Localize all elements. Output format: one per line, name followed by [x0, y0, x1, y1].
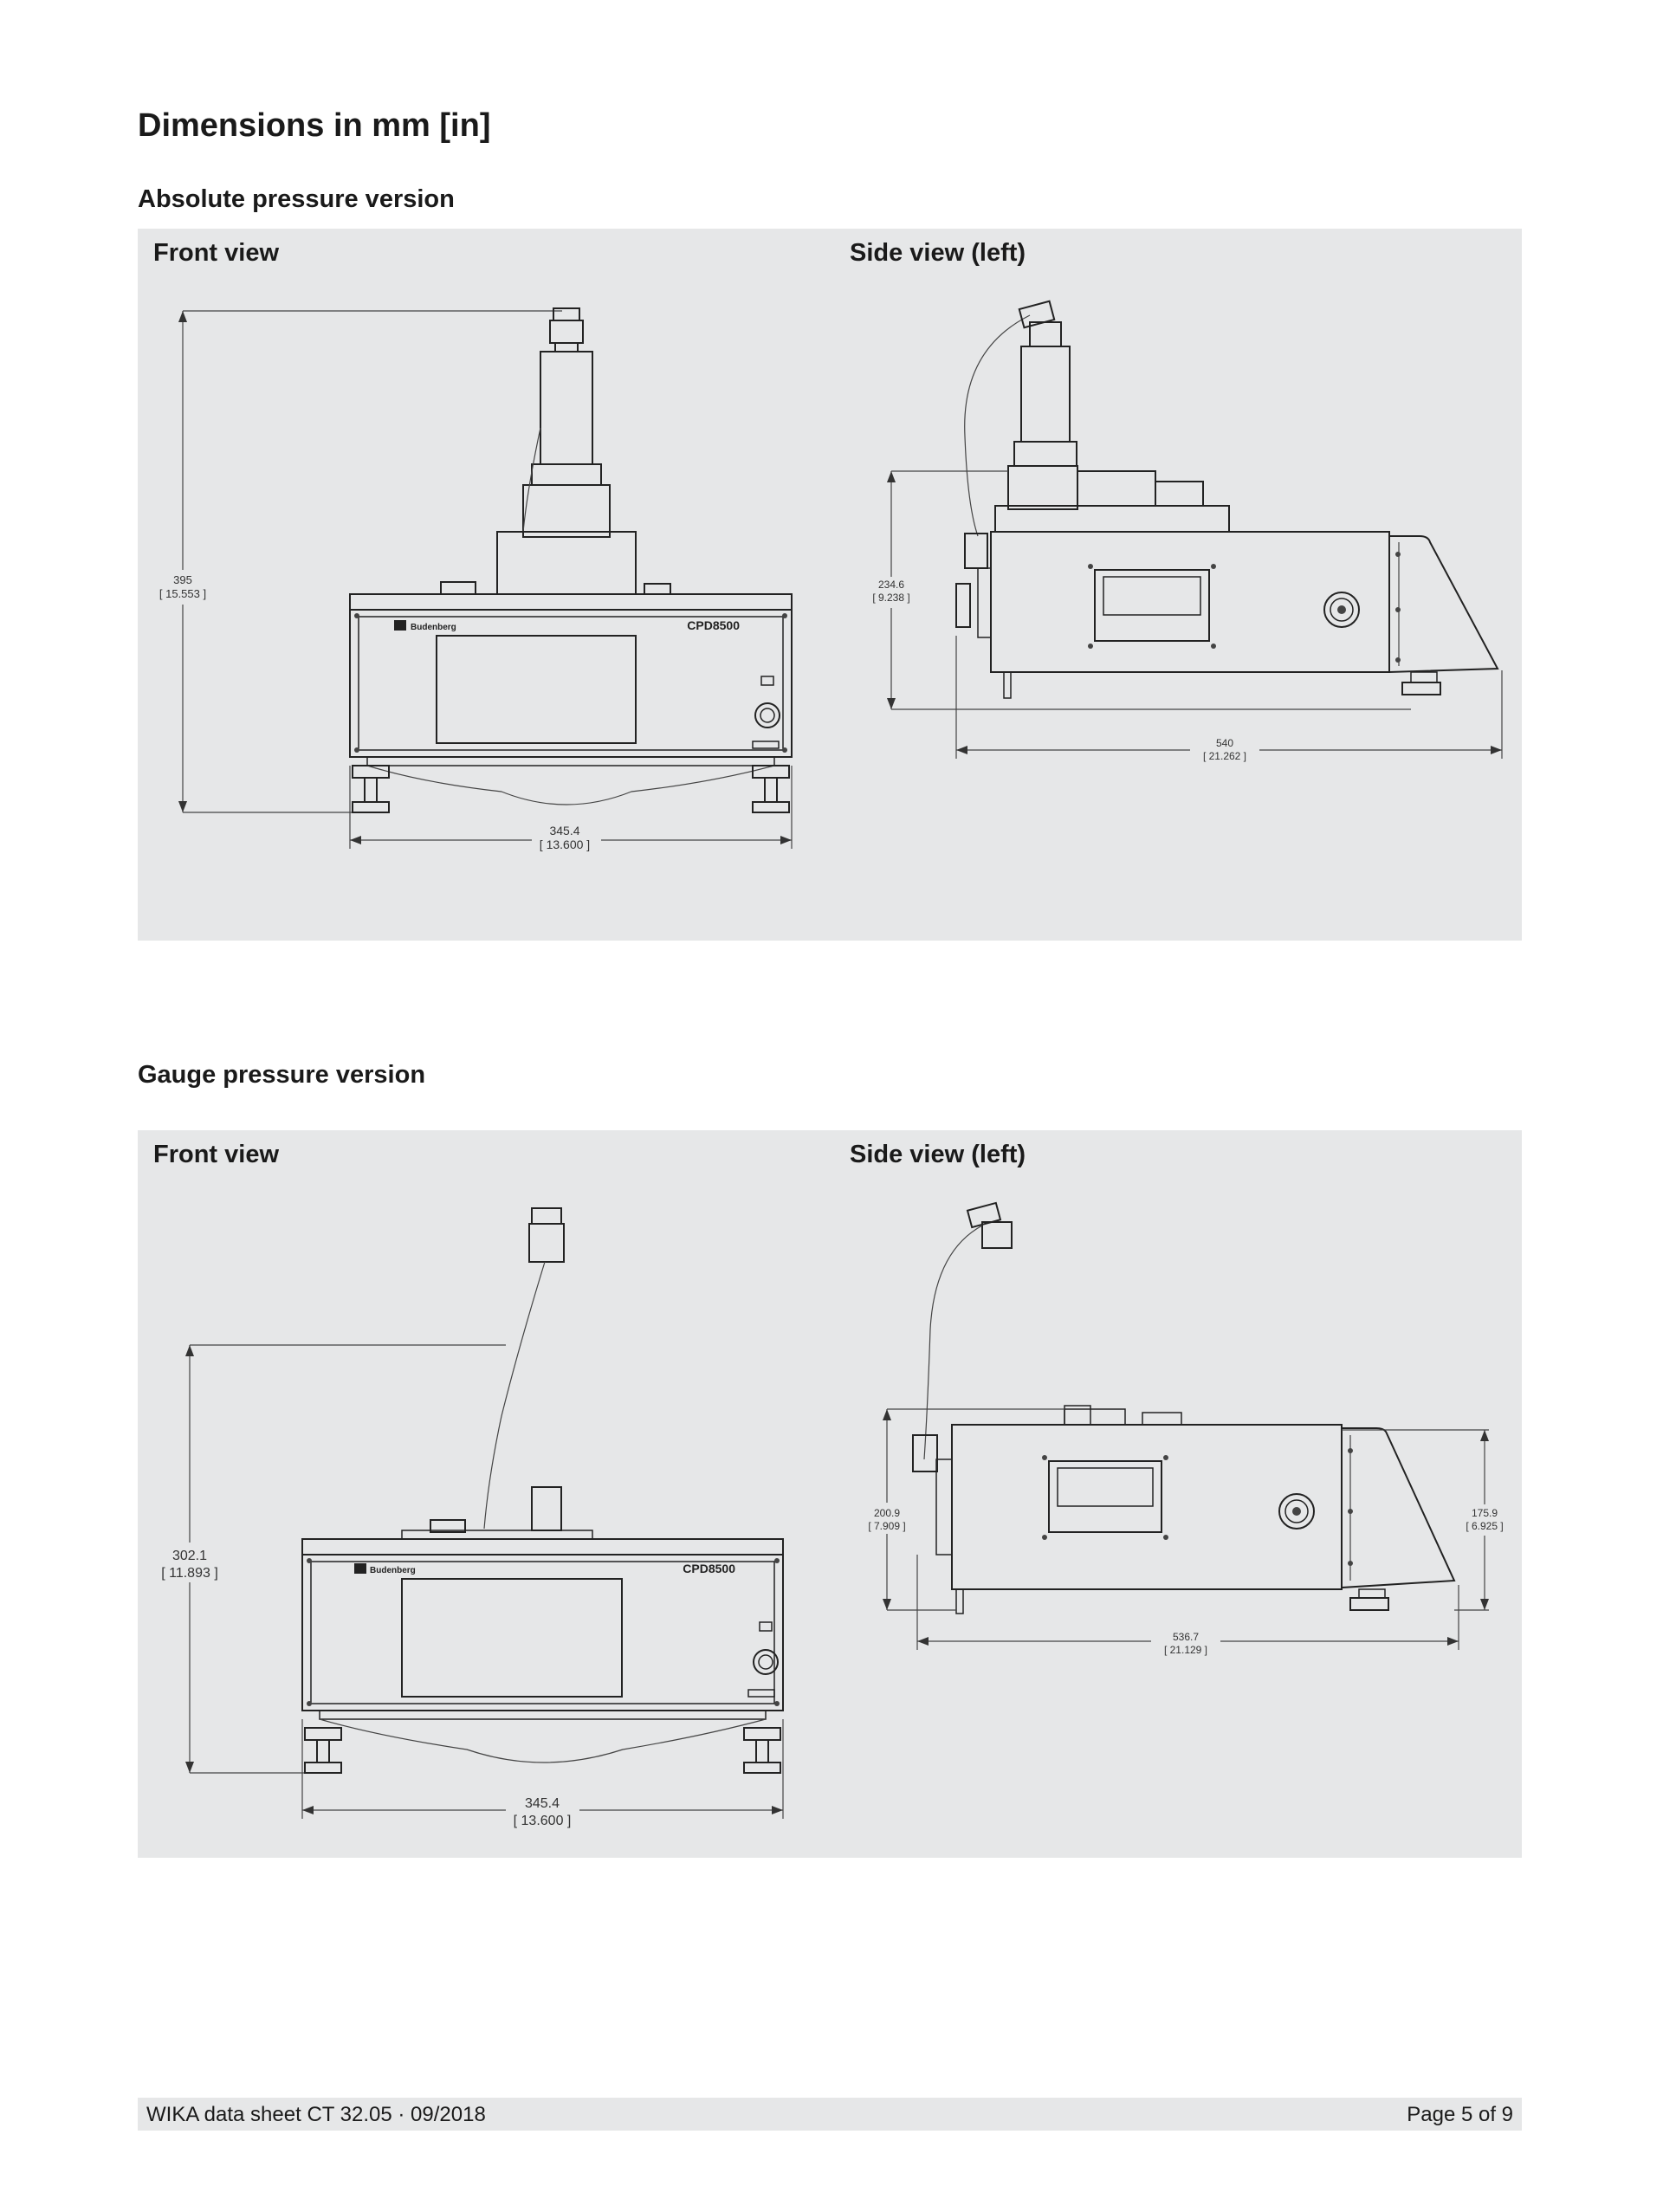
gauge-front-model-label: CPD8500: [683, 1562, 735, 1575]
footer-page-number: Page 5 of 9: [1407, 2103, 1513, 2126]
side-view-label: Side view (left): [850, 239, 1026, 267]
front-brand-logo: Budenberg: [411, 623, 456, 632]
gauge-drawing-panel: Front view Side view (left): [138, 1130, 1522, 1858]
gauge-side-width-mm: 536.7: [1173, 1631, 1199, 1643]
gauge-side-height-in: [ 7.909 ]: [868, 1520, 905, 1532]
abs-front-height-in: [ 15.553 ]: [159, 587, 206, 600]
front-view-label-gauge: Front view: [153, 1141, 280, 1168]
gauge-side-right-height-mm: 175.9: [1472, 1507, 1498, 1519]
gauge-front-width-mm: 345.4: [525, 1796, 560, 1811]
front-view-label: Front view: [153, 239, 280, 267]
gauge-drawings: Budenberg CPD8500 302.1: [155, 1201, 1515, 1828]
gauge-side-height-mm: 200.9: [874, 1507, 900, 1519]
abs-side-width-mm: 540: [1216, 737, 1233, 749]
front-model-label: CPD8500: [687, 618, 740, 632]
absolute-front-view-drawing: Budenberg CPD8500: [153, 307, 793, 855]
gauge-front-height-mm: 302.1: [172, 1549, 207, 1563]
gauge-side-view-drawing: [857, 1201, 1515, 1659]
gauge-front-width-in: [ 13.600 ]: [514, 1814, 572, 1828]
page-footer: WIKA data sheet CT 32.05 · 09/2018 Page …: [138, 2098, 1522, 2131]
absolute-drawings: Budenberg CPD8500: [153, 300, 1503, 855]
abs-front-width-in: [ 13.600 ]: [540, 838, 590, 851]
side-view-label-gauge: Side view (left): [850, 1141, 1026, 1168]
section-heading-gauge: Gauge pressure version: [138, 1061, 426, 1089]
abs-side-height-in: [ 9.238 ]: [872, 592, 909, 604]
footer-datasheet-ref: WIKA data sheet CT 32.05 · 09/2018: [146, 2103, 486, 2126]
abs-side-width-in: [ 21.262 ]: [1203, 750, 1246, 762]
gauge-side-right-height-in: [ 6.925 ]: [1466, 1520, 1503, 1532]
absolute-drawing-panel: Front view Side view (left): [138, 229, 1522, 941]
page-title: Dimensions in mm [in]: [138, 107, 491, 144]
section-heading-absolute: Absolute pressure version: [138, 185, 455, 213]
abs-front-height-mm: 395: [173, 573, 192, 586]
gauge-front-height-in: [ 11.893 ]: [161, 1566, 218, 1581]
abs-side-height-mm: 234.6: [878, 579, 904, 591]
gauge-front-brand-logo: Budenberg: [370, 1566, 416, 1575]
gauge-side-width-in: [ 21.129 ]: [1164, 1644, 1207, 1656]
abs-front-width-mm: 345.4: [549, 824, 579, 838]
absolute-side-view-drawing: [861, 300, 1503, 766]
gauge-front-view-drawing: Budenberg CPD8500: [155, 1207, 784, 1828]
